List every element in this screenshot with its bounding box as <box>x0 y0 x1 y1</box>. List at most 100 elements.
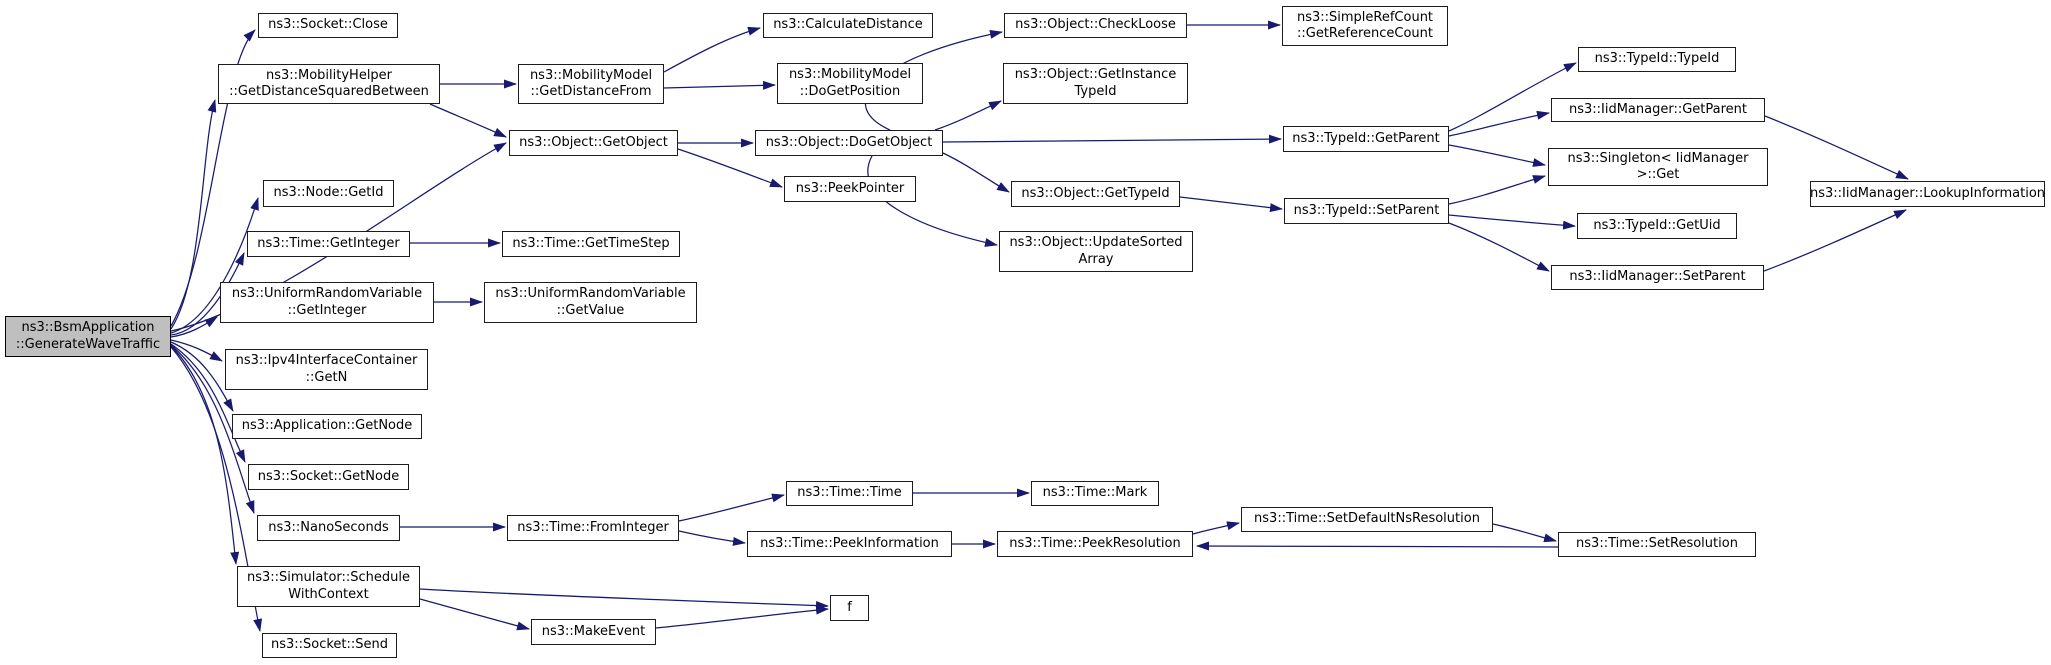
node-generate-wave-traffic: ns3::BsmApplication::GenerateWaveTraffic <box>5 316 171 357</box>
node-peek-pointer[interactable]: ns3::PeekPointer <box>784 176 916 202</box>
node-singleton-iid-manager-get[interactable]: ns3::Singleton< IidManager>::Get <box>1548 148 1768 186</box>
node-application-get-node[interactable]: ns3::Application::GetNode <box>232 414 422 439</box>
node-label: ns3::Time::SetResolution <box>1576 536 1738 552</box>
node-label: ns3::TypeId::TypeId <box>1594 51 1720 67</box>
node-time-peek-resolution[interactable]: ns3::Time::PeekResolution <box>997 531 1193 557</box>
node-time-peek-information[interactable]: ns3::Time::PeekInformation <box>747 531 952 557</box>
node-simple-ref-count-get-reference-count[interactable]: ns3::SimpleRefCount::GetReferenceCount <box>1282 6 1448 46</box>
node-label: ns3::Time::PeekResolution <box>1009 535 1181 551</box>
edge-generate-wave-traffic-to-simulator-schedule-with-context <box>170 345 240 565</box>
node-label: ns3::Time::Time <box>797 485 902 501</box>
node-uniform-random-variable-get-value[interactable]: ns3::UniformRandomVariable::GetValue <box>484 282 697 323</box>
node-label: ns3::Object::GetTypeId <box>1021 185 1170 201</box>
edge-simulator-schedule-with-context-to-f <box>419 588 829 611</box>
node-label: ns3::Application::GetNode <box>241 418 413 434</box>
node-label: ns3::IidManager::GetParent <box>1568 101 1748 117</box>
node-socket-close[interactable]: ns3::Socket::Close <box>258 13 398 38</box>
node-time-from-integer[interactable]: ns3::Time::FromInteger <box>507 515 679 541</box>
node-label: ::GetReferenceCount <box>1297 26 1433 41</box>
node-label: Array <box>1078 251 1114 267</box>
node-object-do-get-object[interactable]: ns3::Object::DoGetObject <box>755 130 943 156</box>
edge-generate-wave-traffic-to-socket-close <box>170 29 256 327</box>
node-label: ns3::MakeEvent <box>541 623 646 639</box>
node-label: ns3::TypeId::SetParent <box>1293 202 1440 218</box>
node-time-time[interactable]: ns3::Time::Time <box>786 481 913 506</box>
edge-generate-wave-traffic-to-uniform-random-variable-get-integer <box>170 316 218 338</box>
node-label: ns3::UniformRandomVariable <box>495 286 686 301</box>
node-label: ns3::NanoSeconds <box>268 519 389 535</box>
node-label: ::GetValue <box>556 302 625 318</box>
node-label: ns3::Time::PeekInformation <box>760 535 939 551</box>
edge-generate-wave-traffic-to-node-get-id <box>170 197 259 334</box>
node-label: ns3::Node::GetId <box>273 185 384 201</box>
node-mobility-model-get-distance-from[interactable]: ns3::MobilityModel::GetDistanceFrom <box>518 64 664 104</box>
edge-object-do-get-object-to-object-update-sorted-array <box>867 155 998 247</box>
node-uniform-random-variable-get-integer[interactable]: ns3::UniformRandomVariable::GetInteger <box>220 282 434 323</box>
node-f[interactable]: f <box>830 595 869 621</box>
node-object-get-type-id[interactable]: ns3::Object::GetTypeId <box>1011 181 1180 207</box>
node-label: ::GetInteger <box>287 302 367 318</box>
node-type-id-type-id[interactable]: ns3::TypeId::TypeId <box>1578 47 1736 72</box>
edge-mobility-model-get-distance-from-to-calculate-distance <box>663 26 761 73</box>
node-ipv4-interface-container-get-n[interactable]: ns3::Ipv4InterfaceContainer::GetN <box>225 349 428 390</box>
node-label: ns3::IidManager::LookupInformation <box>1809 185 2046 201</box>
edge-type-id-set-parent-to-singleton-iid-manager-get <box>1448 175 1546 205</box>
edge-time-from-integer-to-time-peek-information <box>678 530 746 546</box>
node-label: ns3::Time::Mark <box>1042 485 1148 501</box>
node-object-get-object[interactable]: ns3::Object::GetObject <box>509 130 678 156</box>
node-nano-seconds[interactable]: ns3::NanoSeconds <box>257 515 400 541</box>
node-label: WithContext <box>288 586 369 602</box>
node-label: ns3::Socket::Send <box>270 637 389 653</box>
node-mobility-helper-get-distance-squared-between[interactable]: ns3::MobilityHelper::GetDistanceSquaredB… <box>218 64 440 104</box>
node-time-mark[interactable]: ns3::Time::Mark <box>1031 481 1159 506</box>
edge-object-do-get-object-to-object-get-type-id <box>942 152 1010 193</box>
node-label: ns3::Time::SetDefaultNsResolution <box>1254 511 1480 527</box>
node-type-id-set-parent[interactable]: ns3::TypeId::SetParent <box>1284 198 1449 224</box>
edge-time-from-integer-to-time-time <box>678 493 785 522</box>
node-time-get-time-step[interactable]: ns3::Time::GetTimeStep <box>502 231 680 257</box>
edge-object-get-type-id-to-type-id-set-parent <box>1179 196 1283 213</box>
node-time-get-integer[interactable]: ns3::Time::GetInteger <box>247 231 410 257</box>
node-label: ns3::MobilityModel <box>529 67 653 83</box>
node-label: ns3::MobilityModel <box>788 67 912 82</box>
edge-time-set-resolution-to-time-peek-resolution <box>1196 541 1559 551</box>
node-label: ns3::Object::GetObject <box>519 134 668 150</box>
node-type-id-get-parent[interactable]: ns3::TypeId::GetParent <box>1283 126 1449 152</box>
edge-generate-wave-traffic-to-socket-get-node <box>170 343 246 463</box>
edge-generate-wave-traffic-to-nano-seconds <box>170 344 255 514</box>
node-socket-get-node[interactable]: ns3::Socket::GetNode <box>248 464 409 490</box>
node-object-check-loose[interactable]: ns3::Object::CheckLoose <box>1004 13 1187 38</box>
node-socket-send[interactable]: ns3::Socket::Send <box>262 633 397 658</box>
node-time-set-default-ns-resolution[interactable]: ns3::Time::SetDefaultNsResolution <box>1241 507 1493 532</box>
node-label: ns3::Object::CheckLoose <box>1015 17 1176 33</box>
edge-generate-wave-traffic-to-time-get-integer <box>170 252 245 336</box>
edge-type-id-set-parent-to-type-id-get-uid <box>1448 214 1576 230</box>
node-node-get-id[interactable]: ns3::Node::GetId <box>263 180 394 207</box>
node-label: ns3::Object::GetInstance <box>1014 67 1177 82</box>
node-label: ns3::Socket::Close <box>268 17 388 33</box>
node-calculate-distance[interactable]: ns3::CalculateDistance <box>763 13 933 38</box>
node-time-set-resolution[interactable]: ns3::Time::SetResolution <box>1558 532 1756 557</box>
node-label: ns3::Singleton< IidManager <box>1567 150 1749 166</box>
node-label: ns3::Socket::GetNode <box>257 468 400 484</box>
node-iid-manager-lookup-information[interactable]: ns3::IidManager::LookupInformation <box>1810 181 2045 207</box>
edge-time-peek-resolution-to-time-set-default-ns-resolution <box>1192 521 1240 535</box>
node-label: ::GetN <box>305 369 348 385</box>
node-label: ns3::MobilityHelper <box>265 67 393 83</box>
node-iid-manager-set-parent[interactable]: ns3::IidManager::SetParent <box>1551 265 1764 290</box>
node-label: ns3::CalculateDistance <box>773 17 923 33</box>
node-label: ns3::BsmApplication <box>21 320 155 335</box>
edge-type-id-set-parent-to-iid-manager-set-parent <box>1448 222 1550 272</box>
node-label: TypeId <box>1074 83 1117 99</box>
node-mobility-model-do-get-position[interactable]: ns3::MobilityModel::DoGetPosition <box>777 63 923 104</box>
edge-mobility-helper-get-distance-squared-between-to-object-get-object <box>429 103 507 138</box>
node-make-event[interactable]: ns3::MakeEvent <box>531 619 656 645</box>
node-label: ::GenerateWaveTraffic <box>15 336 161 352</box>
node-type-id-get-uid[interactable]: ns3::TypeId::GetUid <box>1577 213 1737 239</box>
node-label: ::GetDistanceFrom <box>530 84 652 99</box>
node-iid-manager-get-parent[interactable]: ns3::IidManager::GetParent <box>1551 98 1765 122</box>
node-label: ns3::SimpleRefCount <box>1296 9 1434 25</box>
